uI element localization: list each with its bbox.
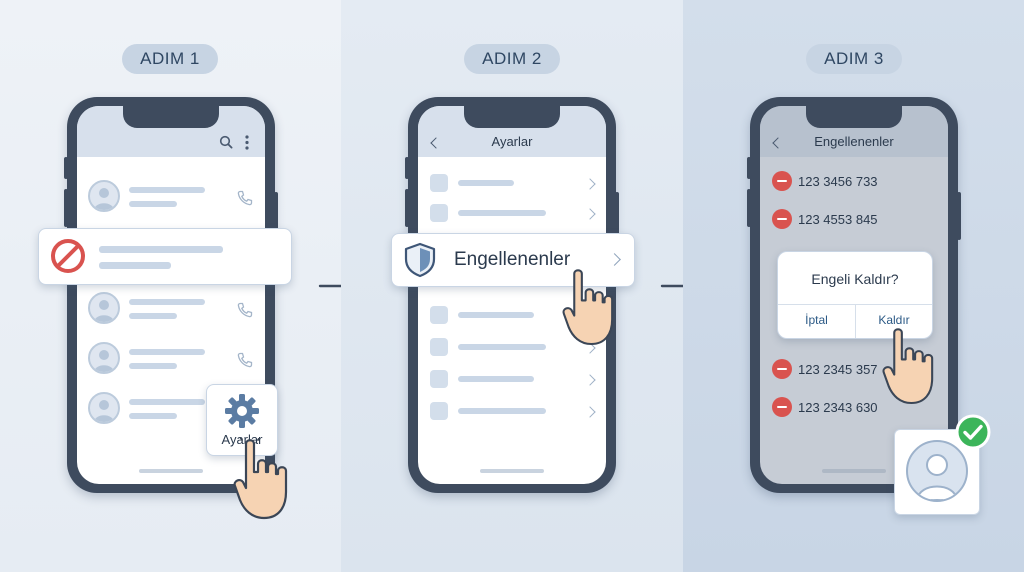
phone-call-icon[interactable] [237, 352, 253, 368]
avatar [88, 342, 120, 374]
step-3-badge: ADIM 3 [806, 44, 902, 74]
phone-1 [64, 97, 278, 493]
home-indicator [822, 469, 886, 473]
phone-2: Ayarlar [405, 97, 619, 493]
blocked-list-title: Engellenenler [814, 134, 894, 149]
dialog-title: Engeli Kaldır? [811, 271, 899, 287]
home-indicator [139, 469, 203, 473]
blocked-icon [51, 239, 85, 273]
unblock-dialog: Engeli Kaldır? İptal Kaldır [777, 251, 933, 339]
avatar [88, 180, 120, 212]
more-options-icon[interactable] [244, 135, 250, 150]
tapping-hand-icon [562, 269, 614, 346]
search-icon[interactable] [219, 135, 233, 149]
home-indicator [480, 469, 544, 473]
avatar [88, 292, 120, 324]
blocked-contact-card[interactable] [38, 228, 292, 285]
unblocked-contact-card [894, 429, 980, 515]
remove-icon[interactable] [772, 209, 792, 229]
check-circle-icon [955, 414, 991, 450]
phone-call-icon[interactable] [237, 190, 253, 206]
remove-icon[interactable] [772, 397, 792, 417]
blocked-number: 123 3456 733 [798, 174, 878, 189]
step-2-panel: ADIM 2 Ayarlar Engellenenler [341, 0, 683, 572]
avatar [906, 440, 968, 502]
shield-icon [404, 242, 436, 278]
step-3-panel: ADIM 3 Engellenenler 123 3456 733 123 45… [683, 0, 1024, 572]
blocked-list-label: Engellenenler [454, 249, 571, 270]
tapping-hand-icon [882, 328, 934, 405]
blocked-list-option[interactable]: Engellenenler [391, 233, 635, 287]
step-1-badge: ADIM 1 [122, 44, 218, 74]
blocked-number: 123 4553 845 [798, 212, 878, 227]
gear-icon [225, 394, 259, 428]
settings-title: Ayarlar [491, 134, 533, 149]
contacts-screen [77, 106, 265, 484]
remove-icon[interactable] [772, 359, 792, 379]
step-2-badge: ADIM 2 [464, 44, 560, 74]
blocked-number: 123 2345 357 [798, 362, 878, 377]
step-1-panel: ADIM 1 [0, 0, 341, 572]
remove-icon[interactable] [772, 171, 792, 191]
settings-screen: Ayarlar [418, 106, 606, 484]
blocked-number: 123 2343 630 [798, 400, 878, 415]
avatar [88, 392, 120, 424]
phone-call-icon[interactable] [237, 302, 253, 318]
confirm-unblock-button[interactable]: Kaldır [878, 313, 910, 327]
tapping-hand-icon [233, 438, 288, 520]
cancel-button[interactable]: İptal [805, 313, 828, 327]
